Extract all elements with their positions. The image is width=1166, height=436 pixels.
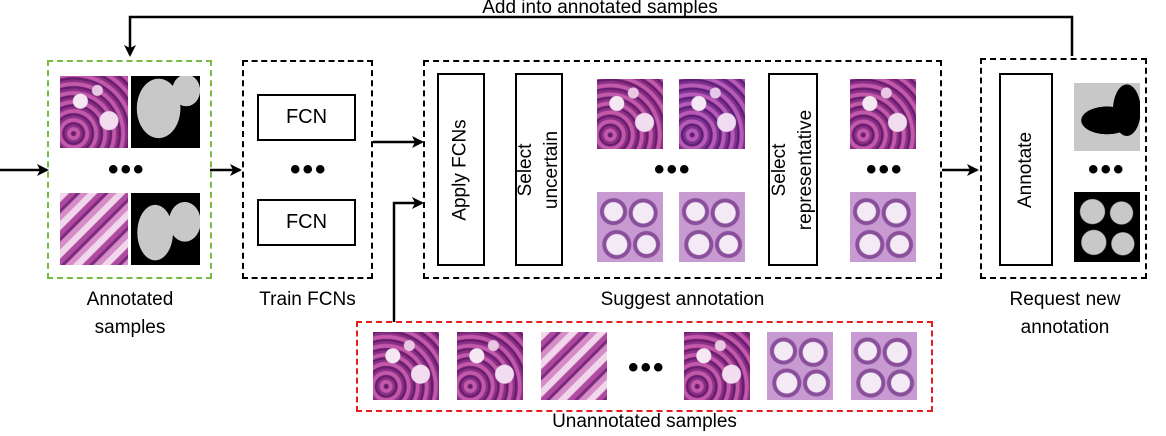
representative-ellipsis: ••• bbox=[866, 153, 904, 186]
suggest-annotation-caption: Suggest annotation bbox=[600, 289, 765, 310]
fcn-box-bottom: FCN bbox=[257, 199, 356, 246]
new-annotation-mask-1 bbox=[1074, 83, 1140, 151]
representative-image-1 bbox=[850, 79, 916, 149]
feedback-arrow bbox=[124, 15, 1074, 57]
annotated-caption: Annotated samples bbox=[60, 286, 200, 342]
request-ellipsis: ••• bbox=[1088, 153, 1126, 186]
request-caption-line2: annotation bbox=[1020, 317, 1110, 338]
annotated-caption-line2: samples bbox=[94, 317, 166, 338]
annotated-ellipsis: ••• bbox=[108, 153, 146, 186]
annotated-image-1 bbox=[60, 76, 128, 148]
select-uncertain-box: Select uncertain bbox=[515, 73, 563, 266]
unannotated-samples-box bbox=[356, 321, 933, 412]
unannotated-image-1 bbox=[373, 332, 439, 400]
select-uncertain-label: Select uncertain bbox=[513, 130, 565, 208]
suggest-annotation-box bbox=[423, 60, 942, 279]
select-uncertain-line1: Select bbox=[515, 143, 537, 196]
unannotated-to-suggest-arrow bbox=[392, 197, 424, 322]
uncertain-image-2 bbox=[679, 79, 745, 149]
train-fcns-caption: Train FCNs bbox=[259, 289, 356, 310]
annotate-label: Annotate bbox=[1015, 131, 1037, 208]
uncertain-image-3 bbox=[597, 192, 663, 262]
uncertain-image-1 bbox=[597, 79, 663, 149]
annotated-mask-2 bbox=[131, 193, 200, 265]
annotated-samples-box bbox=[47, 60, 212, 279]
uncertain-ellipsis: ••• bbox=[654, 153, 692, 186]
request-caption: Request new annotation bbox=[985, 286, 1145, 342]
apply-fcns-label: Apply FCNs bbox=[450, 118, 472, 221]
request-caption-line1: Request new bbox=[1009, 289, 1121, 310]
fcn-label-bottom: FCN bbox=[285, 211, 328, 233]
train-fcns-box bbox=[242, 60, 373, 279]
select-uncertain-line2: uncertain bbox=[541, 130, 563, 209]
unannotated-image-3 bbox=[541, 332, 607, 400]
uncertain-image-4 bbox=[679, 192, 745, 262]
annotate-box: Annotate bbox=[999, 73, 1053, 266]
representative-image-2 bbox=[850, 192, 916, 262]
select-representative-line1: Select bbox=[769, 143, 790, 196]
feedback-label: Add into annotated samples bbox=[482, 0, 718, 18]
unannotated-image-4 bbox=[684, 332, 750, 400]
unannotated-ellipsis: ••• bbox=[628, 351, 666, 384]
apply-fcns-box: Apply FCNs bbox=[437, 73, 485, 266]
fcn-box-top: FCN bbox=[257, 94, 356, 141]
unannotated-image-5 bbox=[767, 332, 833, 400]
select-representative-line2: representative bbox=[795, 109, 816, 230]
annotated-mask-1 bbox=[131, 76, 200, 148]
new-annotation-mask-2 bbox=[1074, 192, 1140, 262]
annotated-caption-line1: Annotated bbox=[86, 289, 174, 310]
select-representative-label: Select representative bbox=[767, 109, 819, 229]
fcn-label-top: FCN bbox=[285, 106, 328, 128]
select-representative-box: Select representative bbox=[768, 73, 818, 266]
annotated-image-2 bbox=[60, 193, 128, 265]
request-annotation-box bbox=[980, 58, 1147, 279]
unannotated-image-2 bbox=[457, 332, 523, 400]
unannotated-caption: Unannotated samples bbox=[552, 411, 737, 432]
fcn-ellipsis: ••• bbox=[290, 153, 328, 186]
unannotated-image-6 bbox=[851, 332, 917, 400]
